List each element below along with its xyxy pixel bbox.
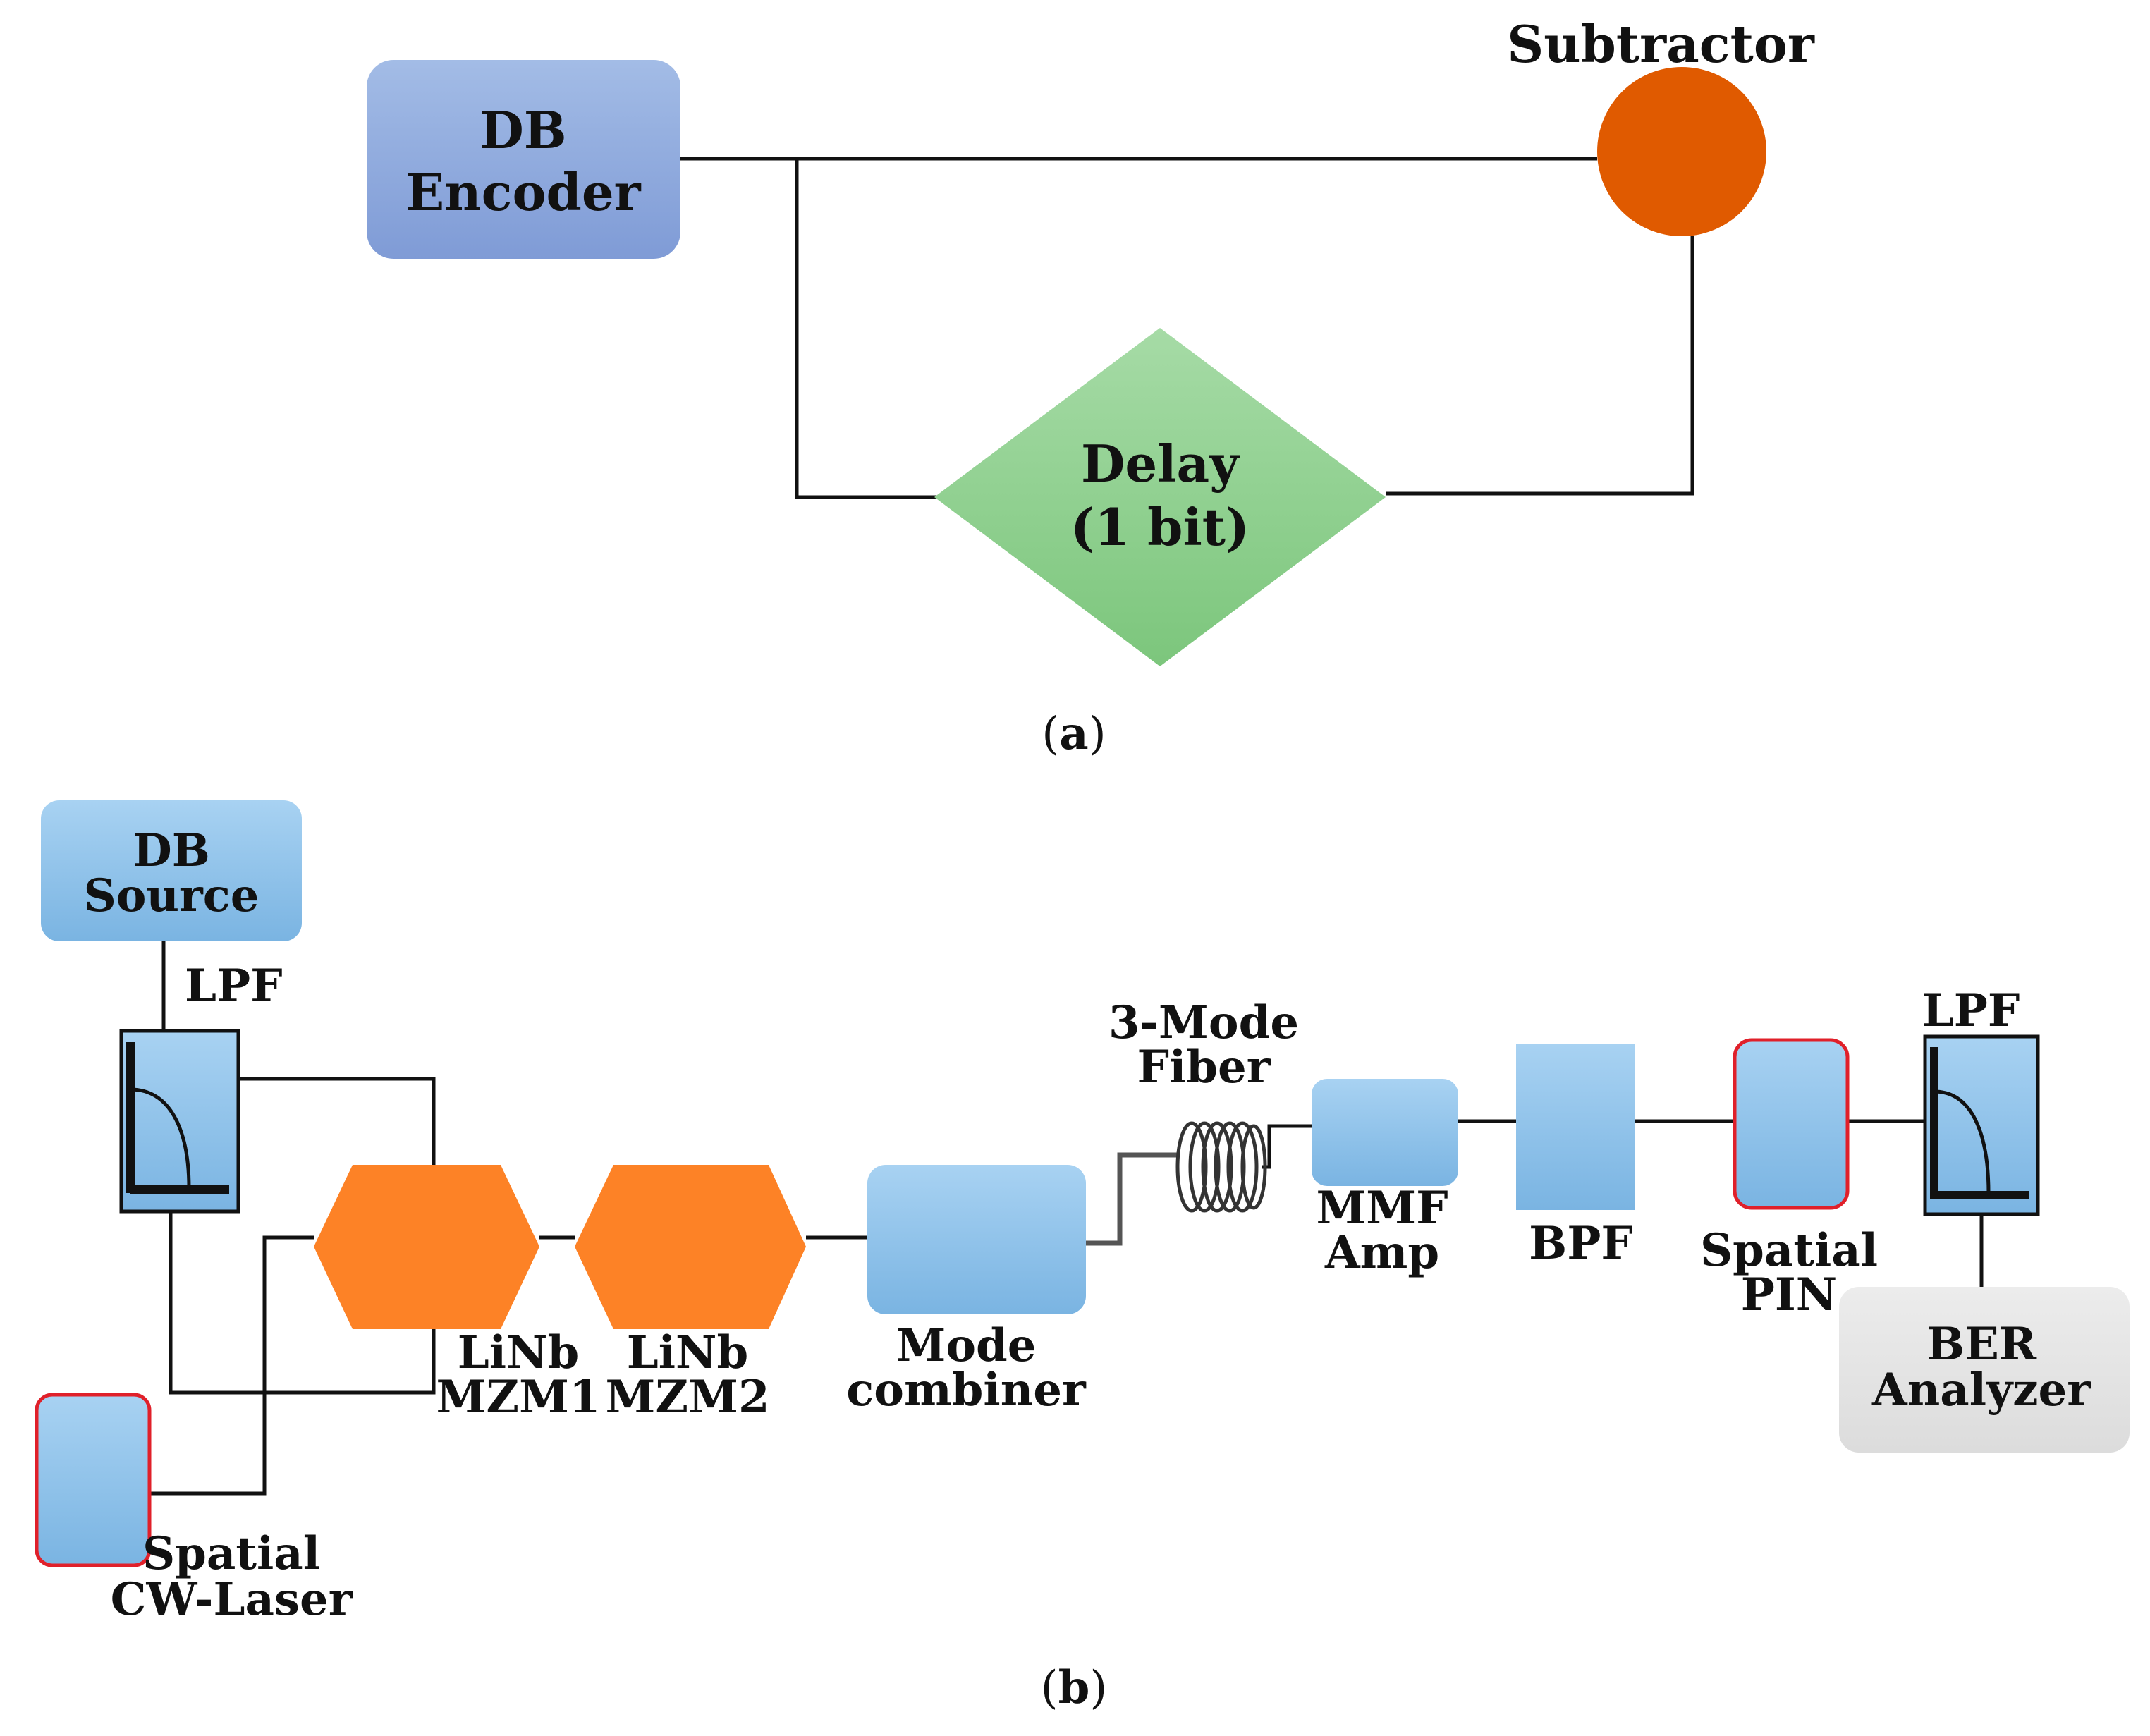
panel-a-caption-letter: a — [1059, 707, 1088, 760]
lpf-tx-box — [119, 1029, 240, 1214]
lpf-tx-block — [119, 1029, 240, 1214]
fiber-coil-3 — [1201, 1121, 1233, 1213]
lpf-rx-box — [1923, 1034, 2040, 1216]
ber-analyzer-block — [1839, 1287, 2130, 1453]
lpf-tx-response-curve — [130, 1087, 191, 1189]
wire-fiber-to-amp — [1262, 1124, 1312, 1169]
spatial-pin-label-line1: Spatial — [1700, 1224, 1878, 1277]
spatial-cw-laser-label-line2: CW-Laser — [111, 1573, 353, 1626]
wire-lpf-to-mzm1-bottom — [169, 1211, 436, 1395]
subtractor-label: Subtractor — [1507, 14, 1815, 74]
lpf-rx-label: LPF — [1922, 984, 2020, 1037]
linb-mzm1-label-line1: LiNb — [458, 1326, 580, 1379]
linb-mzm1-block — [314, 1165, 539, 1329]
fiber-spool-icon — [1175, 1121, 1267, 1213]
mmf-amp-label-line2: Amp — [1324, 1226, 1439, 1279]
fiber-label-line1: 3-Mode — [1108, 996, 1299, 1049]
ber-analyzer-label-line1: BER — [1926, 1318, 2037, 1371]
lpf-rx-response-curve — [1934, 1089, 1991, 1194]
lpf-rx-block — [1923, 1034, 2040, 1216]
mode-combiner-block — [867, 1165, 1086, 1314]
spatial-pin-block — [1733, 1038, 1850, 1210]
panel-a-caption: (a) — [1042, 707, 1106, 760]
db-source-label-line2: Source — [84, 869, 259, 922]
linb-mzm1-label-line2: MZM1 — [436, 1371, 601, 1424]
wire-delay-to-subtractor — [1386, 236, 1694, 496]
wire-laser-to-mzm1 — [149, 1235, 314, 1496]
panel-a: DB Encoder Subtractor Delay (1 bit) (a) — [367, 14, 1815, 760]
panel-b-caption-letter: b — [1058, 1661, 1090, 1714]
fiber-coil-5 — [1226, 1121, 1259, 1213]
ber-analyzer-label-line2: Analyzer — [1871, 1364, 2091, 1417]
bpf-block — [1516, 1044, 1635, 1210]
db-encoder-label-line2: Encoder — [405, 162, 641, 222]
panel-b-caption: (b) — [1041, 1661, 1108, 1714]
db-source-label-line1: DB — [133, 824, 210, 877]
spatial-cw-laser-label-line1: Spatial — [142, 1527, 320, 1580]
fiber-label-line2: Fiber — [1137, 1041, 1271, 1094]
panel-b: DB Source LPF Spatial CW-Laser LiNb MZM1… — [35, 800, 2130, 1714]
lpf-tx-label: LPF — [185, 960, 283, 1013]
mmf-amp-label-line1: MMF — [1316, 1182, 1448, 1235]
bpf-label: BPF — [1529, 1217, 1633, 1270]
spatial-cw-laser-block — [35, 1393, 152, 1567]
fiber-coil-2 — [1188, 1121, 1221, 1213]
db-source-block — [41, 800, 302, 941]
delay-block — [934, 328, 1386, 666]
linb-mzm2-label-line1: LiNb — [627, 1326, 749, 1379]
wire-combiner-to-fiber — [1086, 1152, 1178, 1246]
db-encoder-block — [367, 60, 680, 259]
delay-label-line1: Delay — [1081, 434, 1240, 494]
panel-a-wires — [680, 157, 1694, 499]
mode-combiner-label-line2: combiner — [846, 1364, 1087, 1417]
spatial-pin-label-line2: PIN — [1741, 1269, 1838, 1321]
fiber-coil-1 — [1175, 1121, 1208, 1213]
wire-branch-to-delay — [795, 159, 938, 499]
db-encoder-label-line1: DB — [480, 100, 566, 160]
mmf-amp-block — [1312, 1079, 1458, 1186]
mode-combiner-label-line1: Mode — [896, 1319, 1037, 1372]
linb-mzm2-block — [575, 1165, 806, 1329]
fiber-coil-6 — [1240, 1124, 1267, 1210]
delay-label-line2: (1 bit) — [1070, 497, 1250, 557]
subtractor-node — [1597, 67, 1766, 236]
linb-mzm2-label-line2: MZM2 — [606, 1371, 770, 1424]
wire-lpf-to-mzm1-top — [238, 1077, 436, 1165]
